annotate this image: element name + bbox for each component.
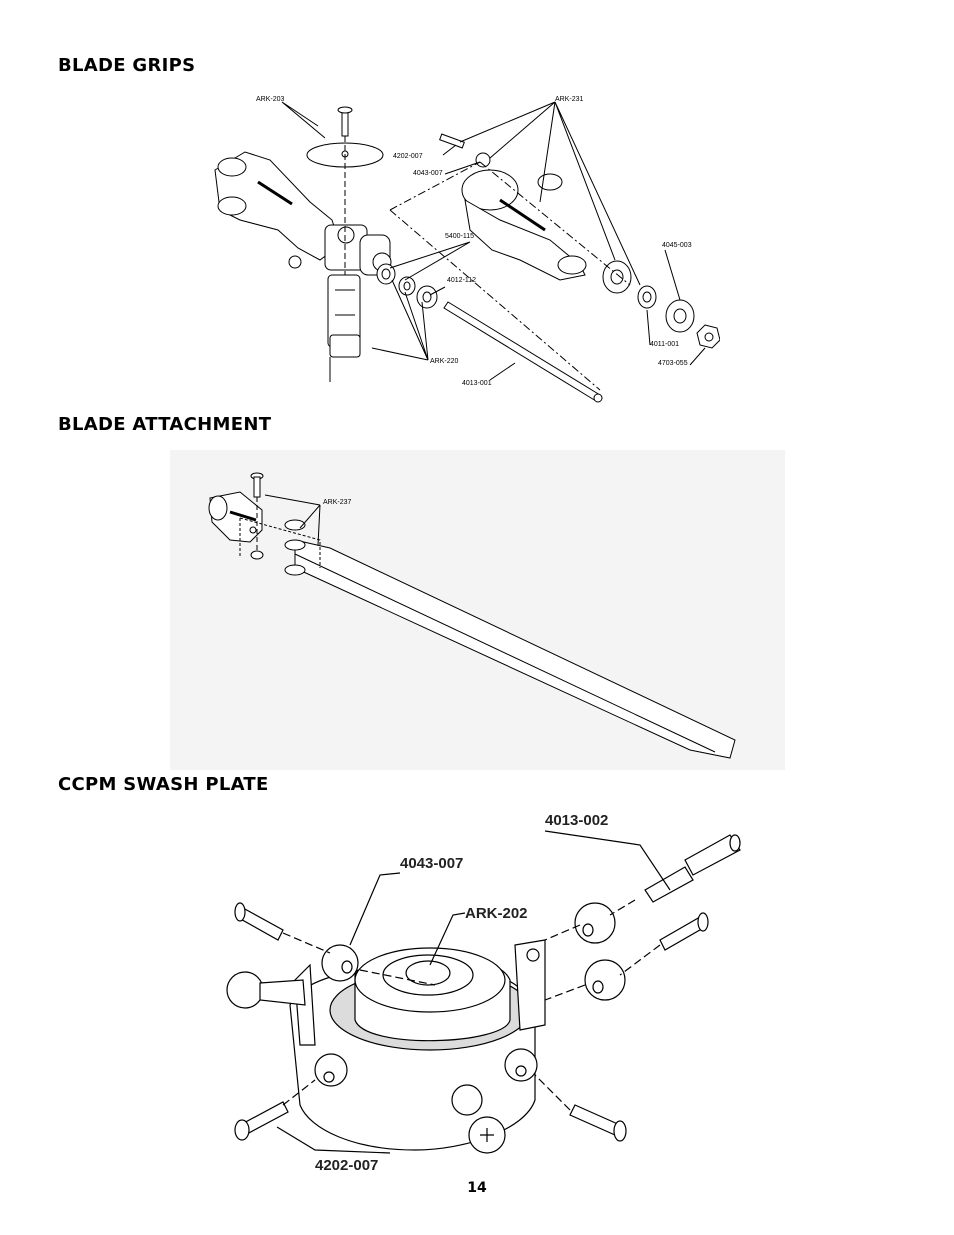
leader-lines (281, 101, 706, 381)
label-4045-003: 4045-003 (662, 242, 692, 249)
label-ark-237: ARK-237 (323, 499, 352, 506)
blade-grip (208, 491, 263, 543)
label-4013-002: 4013-002 (545, 812, 608, 829)
blade-grips-title: BLADE GRIPS (58, 55, 196, 76)
threaded-rod (644, 834, 741, 903)
label-4011-001: 4011-001 (650, 341, 679, 348)
label-4043-007: 4043-007 (413, 170, 443, 177)
label-ark-220: ARK-220 (430, 358, 459, 365)
blade-attachment-diagram: ARK-237 (170, 450, 785, 770)
label-ark-202: ARK-202 (465, 905, 528, 922)
top-screw-washer (306, 106, 384, 275)
label-ark-203: ARK-203 (256, 96, 285, 103)
ball-ends (321, 902, 626, 1001)
left-blade-grip (214, 151, 341, 269)
blade-attachment-title: BLADE ATTACHMENT (58, 414, 272, 435)
label-ark-231: ARK-231 (555, 96, 584, 103)
label-4013-001: 4013-001 (462, 380, 492, 387)
left-ball-arm (226, 971, 306, 1009)
label-4012-112: 4012-112 (447, 277, 476, 284)
swash-plate-diagram: 4013-002 4043-007 ARK-202 4202-007 (215, 805, 755, 1180)
page-number: 14 (467, 1180, 487, 1196)
blade-grips-diagram: ARK-203 ARK-231 4202-007 4043-007 5400-1… (200, 90, 720, 410)
bearing-stack (376, 263, 438, 309)
screws (234, 902, 709, 1142)
ccpm-swash-plate-title: CCPM SWASH PLATE (58, 774, 269, 795)
ball-link-screw (439, 133, 491, 168)
swash-plate-arms (294, 939, 546, 1154)
blade-bolt (250, 472, 264, 560)
swash-plate-body (289, 947, 536, 1151)
right-blade-grip (461, 169, 587, 281)
right-bearings (602, 260, 720, 349)
label-5400-115: 5400-115 (445, 233, 474, 240)
feathering-shaft (443, 301, 603, 403)
label-4202-007: 4202-007 (393, 153, 423, 160)
leader-lines (276, 830, 671, 1154)
label-4202-007: 4202-007 (315, 1157, 378, 1174)
label-4043-007: 4043-007 (400, 855, 463, 872)
label-4703-055: 4703-055 (658, 360, 688, 367)
leader-lines (264, 494, 321, 546)
center-hub (324, 224, 392, 382)
